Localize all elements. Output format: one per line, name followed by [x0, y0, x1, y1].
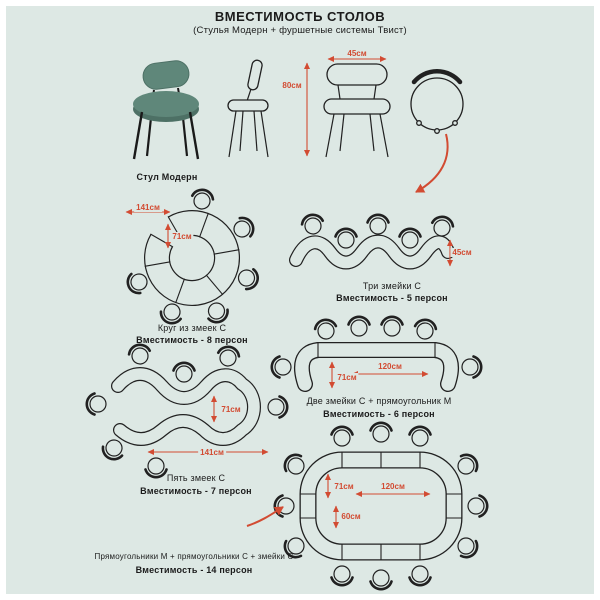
chair-top-icon	[234, 264, 262, 294]
chair-leg	[260, 110, 269, 158]
three-snakes-depth-dim: 45см	[450, 248, 474, 257]
chair-backpost	[373, 84, 377, 100]
chair-top-icon	[330, 564, 354, 587]
chair-leg	[325, 113, 335, 158]
five-snakes-diagram	[85, 341, 289, 479]
chair-top-icon	[408, 564, 432, 587]
chair-top-icon	[334, 227, 358, 250]
banquet-table-diagram	[273, 421, 489, 591]
chair-top-icon	[466, 494, 489, 518]
chair-top-icon	[144, 456, 168, 479]
page-subtitle: (Стулья Модерн + фуршетные системы Твист…	[193, 25, 407, 36]
chair-leg	[239, 110, 244, 152]
ring-divider	[144, 261, 171, 267]
ring-divider	[175, 278, 186, 304]
serpentine-band-fill	[112, 368, 260, 445]
three-snakes-section-capacity: Вместимость - 5 персон	[336, 293, 448, 303]
chair-height-dim: 80см	[280, 81, 304, 90]
chair-top-icon	[408, 425, 432, 448]
two-snakes-rect-diagram	[270, 315, 483, 392]
five-snakes-depth-dim: 71см	[219, 405, 243, 414]
chair-top-icon	[85, 392, 108, 416]
chair-leg	[228, 110, 237, 158]
ring-divider	[213, 249, 240, 255]
arch-depth-dim: 71см	[335, 373, 359, 382]
chair-top-icon	[366, 213, 390, 236]
chair-top-icon	[299, 211, 327, 238]
chair-width-dim: 45см	[345, 49, 369, 58]
chair-seat	[133, 91, 199, 117]
arch-band-fill	[295, 343, 458, 391]
chair-top-icon	[330, 425, 354, 448]
ring-divider	[205, 274, 224, 296]
page-title: ВМЕСТИМОСТЬ СТОЛОВ	[214, 9, 386, 24]
circle-inner-dim: 71см	[170, 232, 194, 241]
chair-top-icon	[460, 355, 483, 379]
arch-section-capacity: Вместимость - 6 персон	[323, 409, 435, 419]
chair-top-icon	[188, 186, 216, 213]
banquet-ring	[299, 451, 463, 561]
chair-leg	[379, 113, 389, 158]
circle-of-snakes-diagram	[123, 186, 262, 328]
banquet-section-capacity: Вместимость - 14 персон	[135, 565, 253, 575]
chair-backrest	[247, 59, 263, 91]
chair-back-arc	[411, 69, 463, 85]
banquet-ring-fill	[300, 452, 462, 560]
chair-leg	[188, 111, 200, 160]
three-snakes-diagram	[289, 211, 456, 270]
chair-top-icon	[380, 315, 404, 338]
chair-top-icon	[214, 343, 242, 370]
chair-top-icon	[347, 315, 371, 338]
banquet-depth-dim: 71см	[332, 482, 356, 491]
banquet-length-dim: 120см	[379, 482, 407, 491]
chair-leg-dot	[416, 120, 422, 126]
chair-top-icon	[273, 494, 296, 518]
chair-leg	[369, 113, 375, 152]
chair-backpost	[337, 84, 341, 100]
ring-divider	[198, 212, 209, 238]
chair-backrest	[326, 63, 388, 86]
snake-band-fill	[290, 235, 454, 269]
circle-diameter-dim: 141см	[134, 203, 162, 212]
arrow-to-banquet	[246, 506, 284, 527]
modern-chair-photo	[132, 60, 200, 160]
five-snakes-section-capacity: Вместимость - 7 персон	[140, 486, 252, 496]
five-snakes-length-dim: 141см	[198, 448, 226, 457]
circle-section-name: Круг из змеек С	[157, 323, 227, 333]
chair-label: Стул Модерн	[136, 172, 198, 182]
banquet-width-dim: 60см	[339, 512, 363, 521]
circle-section-capacity: Вместимость - 8 персон	[136, 335, 248, 345]
chair-top-icon	[312, 317, 339, 342]
modern-chair-front-view	[304, 56, 391, 158]
chair-leg	[253, 110, 258, 152]
arch-section-name: Две змейки С + прямоугольник М	[306, 396, 452, 406]
three-snakes-section-name: Три змейки С	[362, 281, 422, 291]
chair-leg-dot	[452, 120, 458, 126]
chair-top-icon	[428, 213, 456, 240]
arrow-to-diagrams	[415, 133, 449, 193]
chair-top-icon	[172, 361, 196, 384]
chair-leg	[132, 111, 144, 160]
chair-leg	[339, 113, 345, 152]
modern-chair-top-view	[410, 69, 464, 134]
chair-top-icon	[369, 421, 393, 444]
chair-top-icon	[412, 317, 439, 342]
five-snakes-section-name: Пять змеек С	[166, 473, 226, 483]
chair-leg-dot	[434, 128, 440, 134]
banquet-section-name: Прямоугольники М + прямоугольники С + зм…	[94, 552, 294, 561]
chair-top-icon	[369, 568, 393, 591]
chair-backrest	[142, 60, 190, 90]
chair-seat	[323, 98, 391, 115]
chair-top-icon	[270, 355, 293, 379]
chair-top-icon	[266, 395, 289, 419]
chair-seat	[227, 99, 269, 112]
chair-top-icon	[126, 341, 154, 368]
chair-top-icon	[398, 227, 422, 250]
chair-backpost	[246, 88, 252, 102]
arch-length-dim: 120см	[376, 362, 404, 371]
modern-chair-side-view	[227, 59, 269, 158]
